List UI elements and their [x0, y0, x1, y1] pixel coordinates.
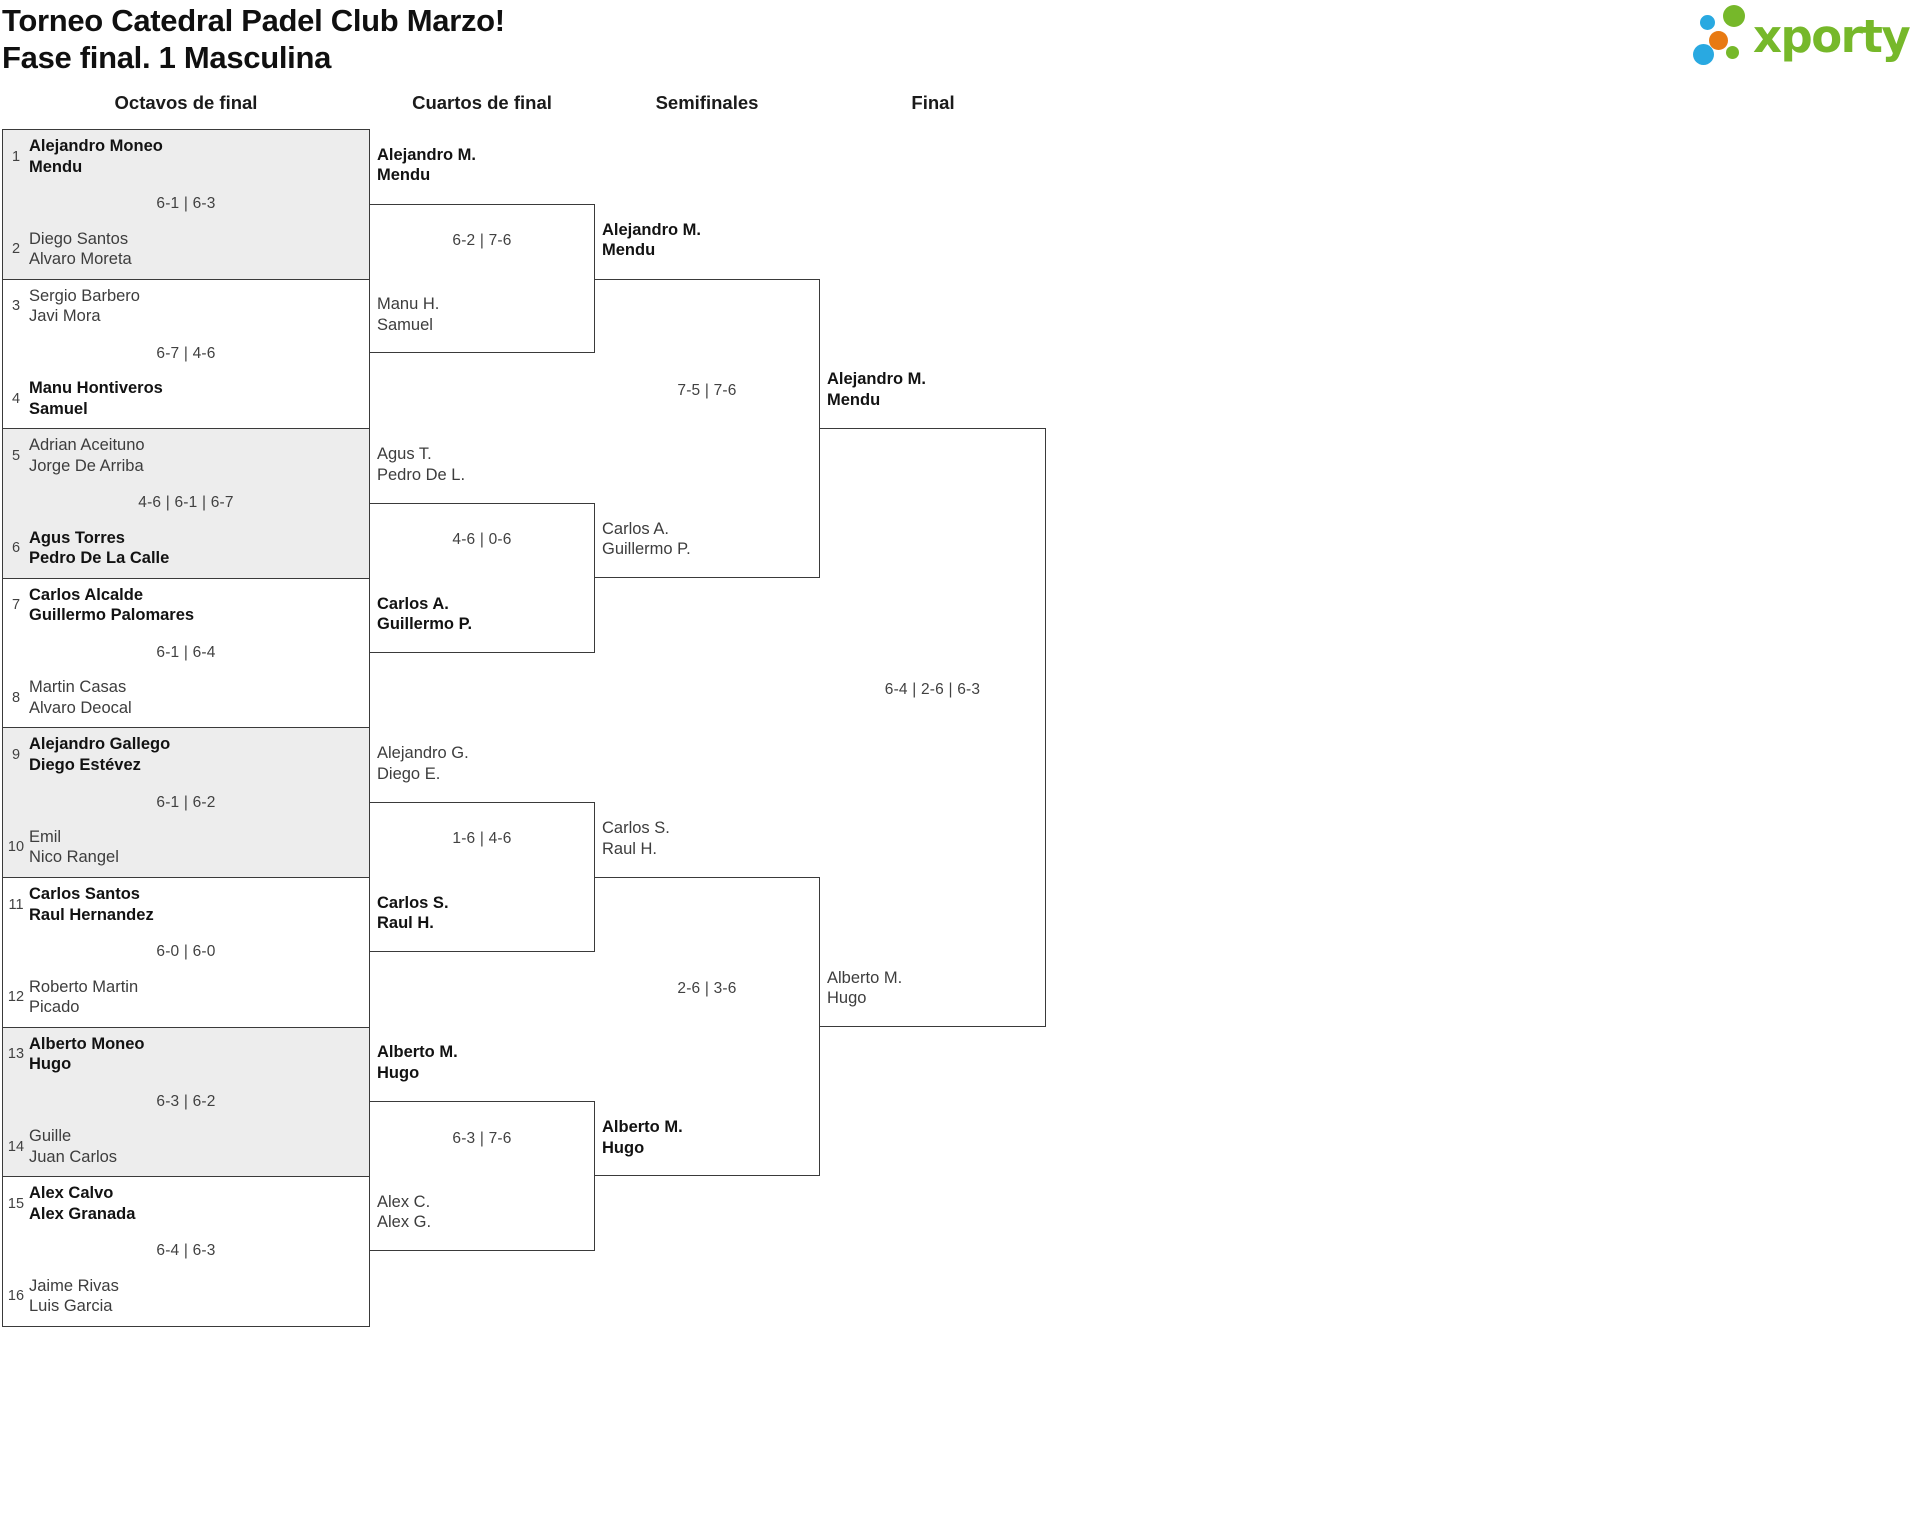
- team-name: Alejandro M.Mendu: [377, 145, 477, 185]
- match-semifinal-2: Carlos S.Raul H. 2-6 | 3-6 Alberto M.Hug…: [595, 819, 820, 1177]
- seed-number: 8: [11, 689, 21, 706]
- seed-number: 5: [11, 447, 21, 464]
- match-quarterfinal-3: Alejandro G.Diego E. 1-6 | 4-6 Carlos S.…: [370, 744, 595, 952]
- match-score: 6-0 | 6-0: [156, 943, 216, 961]
- match-score: 7-5 | 7-6: [677, 381, 737, 399]
- tournament-title: Torneo Catedral Padel Club Marzo! Fase f…: [2, 2, 505, 76]
- phase-subtitle: Fase final. 1 Masculina: [2, 40, 332, 75]
- seed-number: 13: [7, 1046, 25, 1063]
- team-name: Alberto M.Hugo: [827, 968, 903, 1008]
- match-score: 6-2 | 7-6: [452, 232, 512, 250]
- match-score: 2-6 | 3-6: [677, 980, 737, 998]
- match-quarterfinal-1: Alejandro M.Mendu 6-2 | 7-6 Manu H.Samue…: [370, 146, 595, 354]
- logo-dot-icon: [1723, 5, 1745, 27]
- team-name: Manu H.Samuel: [377, 295, 440, 334]
- team-name: Alberto M.Hugo: [602, 1118, 683, 1157]
- logo-dot-icon: [1726, 46, 1739, 59]
- seed-number: 11: [8, 896, 24, 913]
- seed-number: 1: [11, 148, 21, 165]
- seed-number: 16: [7, 1288, 25, 1305]
- match-semifinal-1: Alejandro M.Mendu 7-5 | 7-6 Carlos A.Gui…: [595, 221, 820, 578]
- xporty-logo[interactable]: xporty: [1690, 4, 1918, 70]
- team-name: Alex C.Alex G.: [377, 1192, 432, 1232]
- team-name: Carlos A.Guillermo P.: [377, 594, 473, 634]
- match-score: 6-1 | 6-4: [156, 644, 216, 662]
- seed-number: 6: [11, 540, 21, 557]
- match-score: 6-1 | 6-2: [156, 793, 216, 811]
- team-name: Agus T.Pedro De L.: [377, 445, 466, 484]
- team-name: Carlos S.Raul H.: [602, 819, 670, 858]
- match-score: 6-7 | 4-6: [156, 344, 216, 362]
- round-header-octavos: Octavos de final: [114, 92, 258, 113]
- tournament-name: Torneo Catedral Padel Club Marzo!: [2, 3, 505, 38]
- logo-dot-icon: [1693, 44, 1714, 65]
- team-name: Alejandro M.Mendu: [602, 220, 702, 260]
- round-header-semifinales: Semifinales: [655, 92, 759, 113]
- match-score: 4-6 | 0-6: [452, 531, 512, 549]
- team-name: Carlos A.Guillermo P.: [602, 519, 691, 559]
- match-quarterfinal-4: Alberto M.Hugo 6-3 | 7-6 Alex C.Alex G.: [370, 1043, 595, 1251]
- seed-number: 12: [7, 989, 25, 1006]
- seed-number: 2: [11, 241, 21, 258]
- round-header-cuartos: Cuartos de final: [412, 92, 552, 113]
- xporty-wordmark: xporty: [1753, 10, 1911, 63]
- seed-number: 9: [11, 746, 21, 763]
- match-score: 6-4 | 2-6 | 6-3: [884, 680, 981, 698]
- team-name: Carlos S.Raul H.: [377, 893, 449, 933]
- seed-number: 7: [11, 597, 21, 614]
- seed-number: 15: [7, 1195, 25, 1212]
- team-name: Alejandro M.Mendu: [827, 370, 927, 409]
- match-score: 6-3 | 7-6: [452, 1129, 512, 1147]
- match-score: 6-1 | 6-3: [156, 195, 216, 213]
- round-header-final: Final: [911, 92, 955, 113]
- seed-number: 10: [7, 839, 25, 856]
- match-score: 1-6 | 4-6: [452, 830, 512, 848]
- seed-number: 3: [11, 298, 21, 315]
- match-quarterfinal-2: Agus T.Pedro De L. 4-6 | 0-6 Carlos A.Gu…: [370, 445, 595, 653]
- logo-dot-icon: [1700, 15, 1715, 30]
- match-score: 6-4 | 6-3: [156, 1242, 216, 1260]
- logo-dot-icon: [1709, 31, 1728, 50]
- seed-number: 14: [7, 1138, 25, 1155]
- seed-number: 4: [11, 390, 21, 407]
- team-name: Alberto M.Hugo: [377, 1043, 458, 1082]
- match-score: 6-3 | 6-2: [156, 1092, 216, 1110]
- match-score: 4-6 | 6-1 | 6-7: [138, 494, 234, 512]
- match-final: Alejandro M.Mendu 6-4 | 2-6 | 6-3 Albert…: [820, 370, 1046, 1027]
- team-name: Alejandro G.Diego E.: [377, 744, 469, 783]
